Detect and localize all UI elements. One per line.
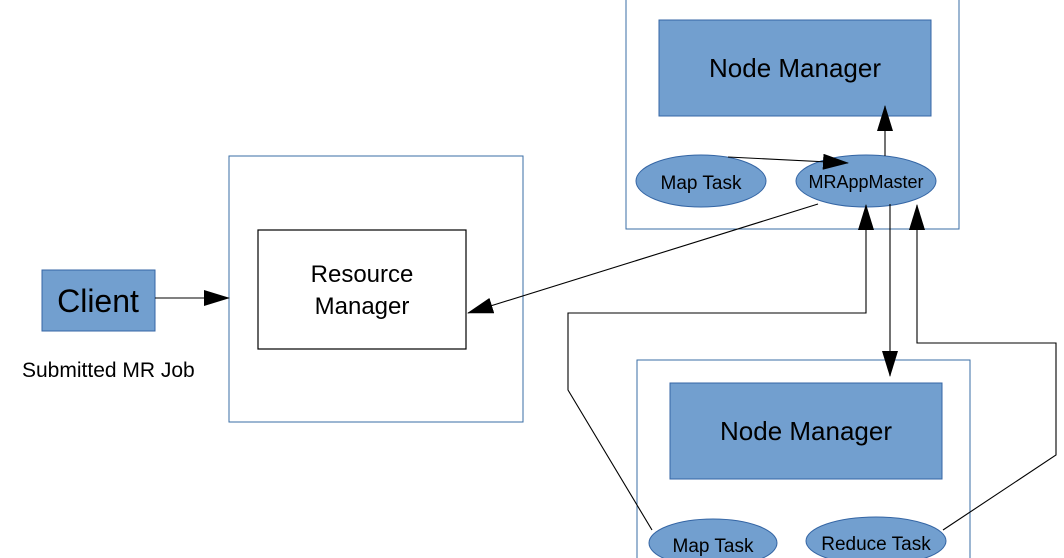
arrow-maptask-bottom-to-appmaster <box>567 204 874 531</box>
mr-app-master-label: MRAppMaster <box>808 172 923 192</box>
map-task-top-label: Map Task <box>661 173 742 194</box>
client-caption: Submitted MR Job <box>22 359 195 382</box>
arrow-reducetask-to-appmaster <box>909 204 1057 531</box>
client-label: Client <box>57 283 139 319</box>
resource-manager-line1: Resource <box>311 261 414 288</box>
client-node: Client <box>41 269 156 332</box>
map-task-top: Map Task <box>635 154 767 208</box>
map-task-bottom-label: Map Task <box>673 536 754 557</box>
resource-manager-line2: Manager <box>315 293 410 320</box>
node-manager-top: Node Manager <box>658 19 932 117</box>
node-manager-bottom-label: Node Manager <box>720 416 892 446</box>
mr-app-master: MRAppMaster <box>795 154 937 208</box>
node-manager-bottom: Node Manager <box>669 382 943 480</box>
node-manager-top-label: Node Manager <box>709 53 881 83</box>
arrow-maptask-to-appmaster <box>727 153 849 170</box>
arrow-appmaster-to-rm <box>467 203 819 314</box>
map-task-bottom: Map Task <box>648 518 778 558</box>
reduce-task-bottom-label: Reduce Task <box>821 534 931 555</box>
resource-manager: Resource Manager <box>257 229 467 350</box>
reduce-task-bottom: Reduce Task <box>805 516 947 558</box>
